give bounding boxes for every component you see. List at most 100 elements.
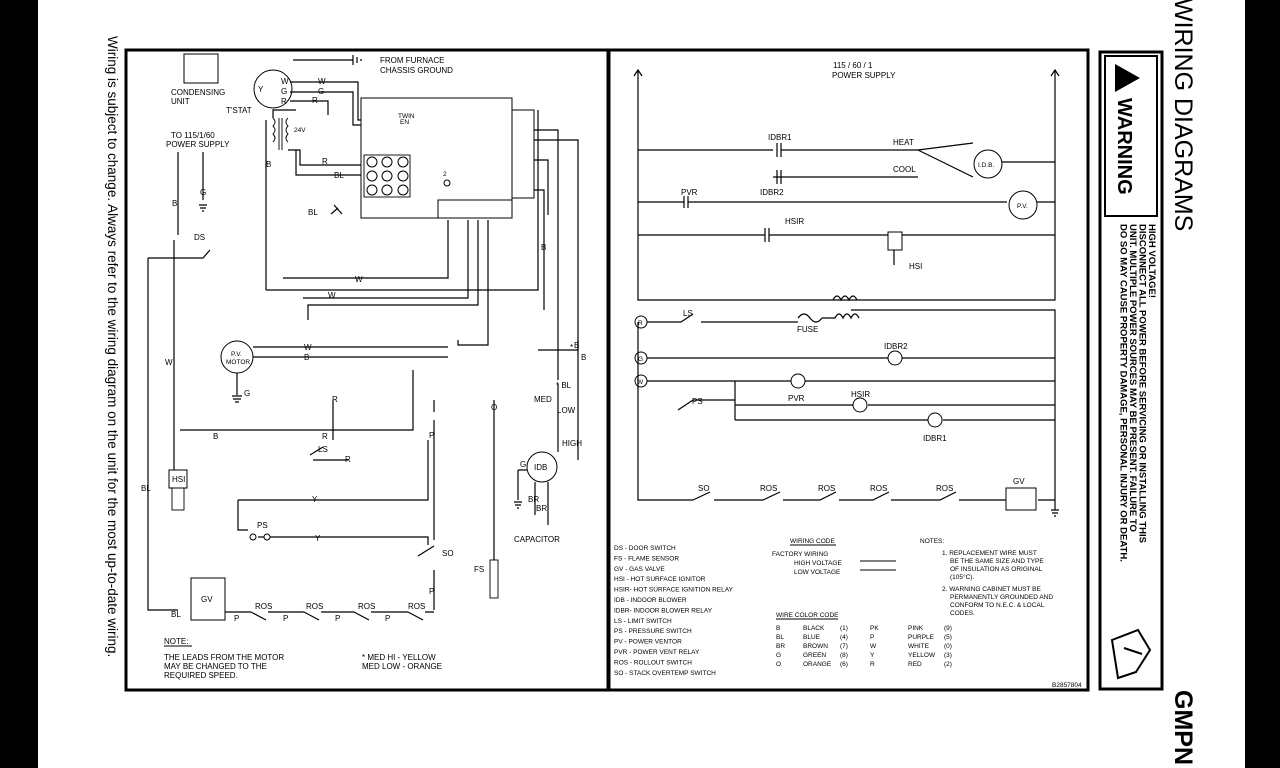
condensing-unit: [183, 53, 219, 84]
tstat-label: T'STAT: [226, 106, 252, 115]
gv-label: GV: [201, 595, 213, 604]
to-power-label: TO 115/1/60: [171, 131, 215, 140]
svg-text:B: B: [581, 353, 586, 362]
svg-text:*: *: [570, 343, 573, 352]
motor-note-line-2: MAY BE CHANGED TO THE: [164, 662, 267, 671]
svg-text:P: P: [335, 614, 340, 623]
warning-line: DISCONNECT ALL POWER BEFORE SERVICING OR…: [1137, 224, 1148, 543]
wire-color-code: (1): [840, 625, 848, 632]
manual-page: Wiring is subject to change. Always refe…: [38, 0, 1245, 768]
svg-text:B: B: [172, 199, 177, 208]
legend-item: IDB - INDOOR BLOWER: [614, 597, 687, 604]
side-note: Wiring is subject to change. Always refe…: [105, 36, 120, 657]
ls-label: LS: [318, 445, 328, 454]
wire-color-code: (9): [944, 625, 952, 632]
warning-line: HIGH VOLTAGE!: [1146, 224, 1157, 298]
svg-text:R: R: [345, 455, 351, 464]
idbr2-coil-label: IDBR2: [884, 342, 908, 351]
wire-color-code: (7): [840, 643, 848, 650]
legend-item: PVR - POWER VENT RELAY: [614, 649, 700, 656]
svg-text:G: G: [318, 87, 324, 96]
wire-color-abbr: PK: [870, 625, 879, 632]
wiring-page-svg: Wiring is subject to change. Always refe…: [105, 0, 1197, 765]
wire-color-code: (5): [944, 634, 952, 641]
pvr-coil-label: PVR: [788, 394, 805, 403]
speed-note-2: MED LOW - ORANGE: [362, 662, 442, 671]
so-label: SO: [442, 549, 454, 558]
warning-line: UNIT. MULTIPLE POWER SOURCES MAY BE PRES…: [1127, 224, 1138, 532]
heat-label: HEAT: [893, 138, 914, 147]
condensing-label: CONDENSING: [171, 88, 225, 97]
speed-note-1: * MED HI - YELLOW: [362, 653, 436, 662]
svg-text:P: P: [385, 614, 390, 623]
low-label: LOW: [557, 406, 576, 415]
svg-text:Y: Y: [258, 85, 264, 94]
wire-color-name: YELLOW: [908, 652, 936, 659]
wire-color-abbr: W: [870, 643, 877, 650]
note-line: 2. WARNING CABINET MUST BE: [942, 586, 1042, 593]
legend-item: PV - POWER VENTOR: [614, 639, 682, 646]
page-heading: WIRING DIAGRAMS: [1169, 0, 1197, 231]
svg-text:P: P: [429, 431, 434, 440]
hsi-label: HSI: [172, 475, 185, 484]
svg-text:B: B: [266, 160, 271, 169]
svg-text:ROS: ROS: [358, 602, 375, 611]
svg-text:R: R: [281, 97, 287, 106]
model-label: GMPN: [1169, 690, 1197, 765]
hsir-contact-label: HSIR: [785, 217, 804, 226]
twin-label: TWIN: [398, 113, 415, 120]
idb-label: IDB: [534, 463, 547, 472]
svg-text:R: R: [332, 395, 338, 404]
svg-text:BL: BL: [308, 208, 318, 217]
warning-text: HIGH VOLTAGE!DISCONNECT ALL POWER BEFORE…: [1118, 224, 1158, 562]
wire-color-code: (8): [840, 652, 848, 659]
wire-color-code: (4): [840, 634, 848, 641]
svg-text:Y: Y: [312, 495, 318, 504]
wiring-code-title: WIRING CODE: [790, 538, 835, 545]
svg-text:B: B: [304, 353, 309, 362]
idb-symbol-label: I.D.B.: [978, 162, 994, 169]
right-diagram-frame: [607, 48, 1090, 692]
svg-text:ROS: ROS: [760, 484, 777, 493]
svg-text:R: R: [312, 96, 318, 105]
warning-triangle-icon: [1115, 64, 1140, 92]
motor-note: THE LEADS FROM THE MOTOR MAY BE CHANGED …: [164, 653, 284, 680]
svg-text:P: P: [429, 587, 434, 596]
wiring-code-high: HIGH VOLTAGE: [794, 560, 842, 567]
wire-color-name: BROWN: [803, 643, 828, 650]
twin2-label: EN: [400, 119, 409, 126]
legend-item: LS - LIMIT SWITCH: [614, 618, 672, 625]
svg-text:W: W: [318, 77, 326, 86]
legend-item: GV - GAS VALVE: [614, 566, 665, 573]
fuse-label: FUSE: [797, 325, 818, 334]
svg-text:* BL: * BL: [556, 381, 572, 390]
wire-color-code: (2): [944, 661, 952, 668]
wire-color-code: (0): [944, 643, 952, 650]
svg-text:ROS: ROS: [936, 484, 953, 493]
thermostat-circle: [253, 69, 293, 109]
svg-text:!: !: [1131, 80, 1145, 84]
pvr-contact-label: PVR: [681, 188, 698, 197]
wire-color-name: WHITE: [908, 643, 930, 650]
wire-color-name: BLUE: [803, 634, 821, 641]
pv-motor-label-1: P.V.: [231, 351, 242, 358]
wiring-code-low: LOW VOLTAGE: [794, 569, 841, 576]
legend-item: IDBR- INDOOR BLOWER RELAY: [614, 607, 713, 614]
motor-note-title: NOTE:: [164, 637, 188, 646]
legend-item: DS - DOOR SWITCH: [614, 545, 676, 552]
gas-valve: [190, 577, 226, 621]
svg-text:G: G: [520, 460, 526, 469]
svg-text:B: B: [213, 432, 218, 441]
svg-text:G: G: [281, 87, 287, 96]
svg-text:Y: Y: [315, 534, 321, 543]
wiring-code-factory: FACTORY WIRING: [772, 551, 828, 558]
svg-text:BR: BR: [536, 504, 547, 513]
legend-item: PS - PRESSURE SWITCH: [614, 628, 692, 635]
warning-line: DO SO MAY CAUSE PROPERTY DAMAGE, PERSONA…: [1118, 224, 1129, 562]
svg-text:ROS: ROS: [818, 484, 835, 493]
ps-right-label: PS: [692, 397, 703, 406]
supply-label-2: POWER SUPPLY: [832, 71, 896, 80]
